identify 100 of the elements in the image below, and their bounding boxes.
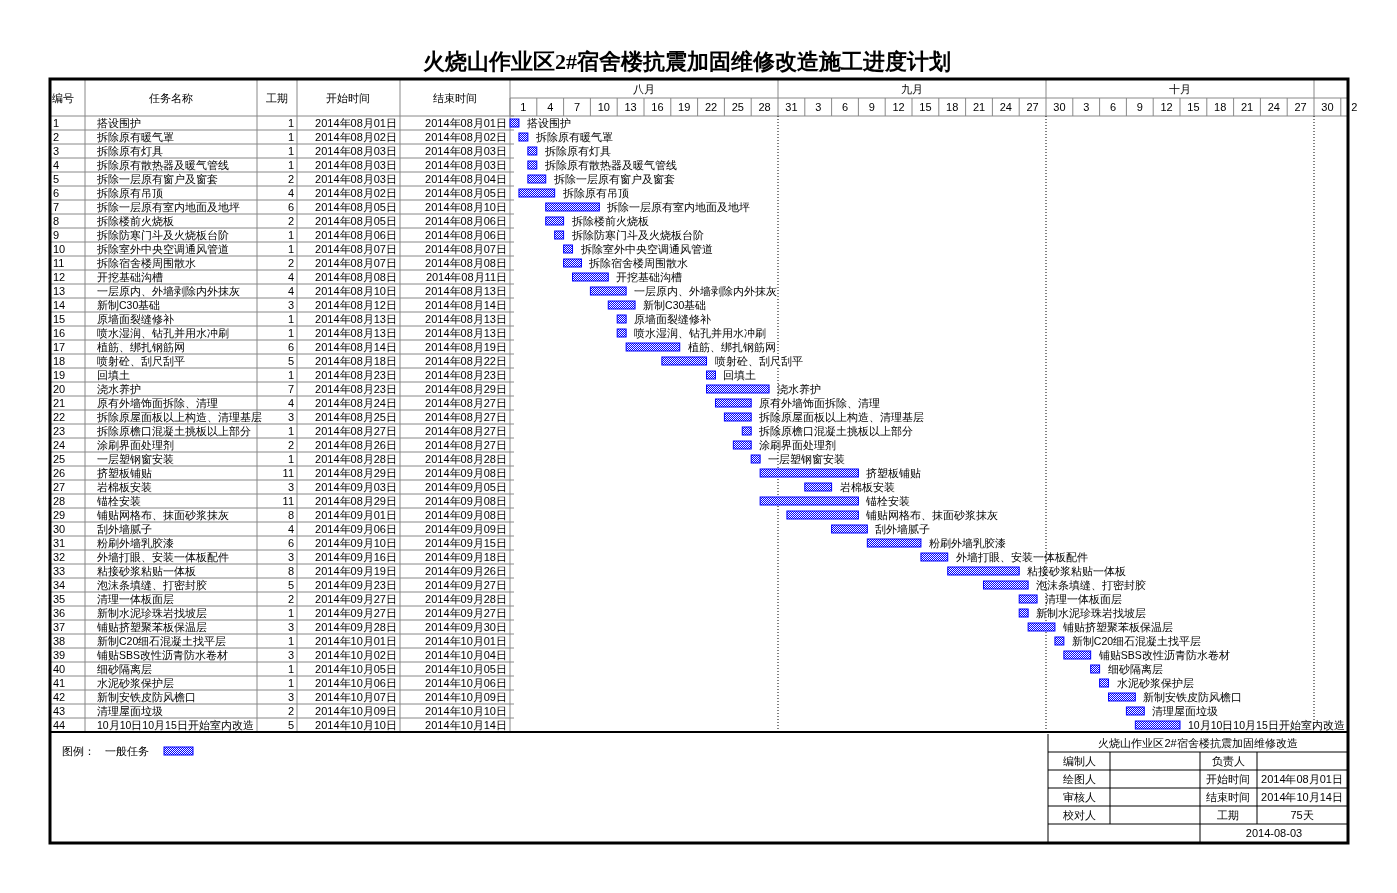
task-label: 铺贴SBS改性沥青防水卷材	[1098, 648, 1230, 662]
end-date: 2014年08月05日	[425, 186, 507, 200]
row-number: 12	[53, 270, 66, 284]
legend-label: 一般任务	[105, 744, 149, 758]
duration-value: 5	[287, 354, 294, 368]
end-date: 2014年09月28日	[425, 592, 507, 606]
task-name: 拆除原有散热器及暖气管线	[97, 158, 229, 172]
row-number: 4	[53, 158, 60, 172]
field-label: 编制人	[1062, 754, 1096, 768]
field-label: 审核人	[1062, 790, 1096, 804]
start-date: 2014年10月10日	[315, 718, 397, 732]
end-date: 2014年08月27日	[425, 438, 507, 452]
start-date: 2014年09月01日	[315, 508, 397, 522]
row-number: 28	[53, 494, 66, 508]
start-date: 2014年10月07日	[315, 690, 397, 704]
task-name: 新制C20细石混凝土找平层	[97, 634, 227, 648]
task-label: 新制水泥珍珠岩找坡层	[1036, 606, 1147, 620]
start-date: 2014年08月03日	[315, 158, 397, 172]
row-number: 29	[53, 508, 66, 522]
start-date: 2014年08月03日	[315, 172, 397, 186]
row-number: 5	[53, 172, 60, 186]
row-number: 15	[53, 312, 66, 326]
end-date: 2014年08月07日	[425, 242, 507, 256]
task-name: 铺贴SBS改性沥青防水卷材	[97, 648, 228, 662]
task-label: 铺贴挤塑聚苯板保温层	[1062, 620, 1173, 634]
task-label: 拆除室外中央空调通风管道	[580, 242, 713, 256]
task-label: 10月10日10月15日开始室内改造	[1188, 718, 1345, 732]
duration-value: 1	[287, 326, 294, 340]
row-number: 16	[53, 326, 66, 340]
task-name: 拆除楼前火烧板	[97, 214, 174, 228]
duration-value: 5	[287, 578, 294, 592]
start-date: 2014年08月02日	[315, 130, 397, 144]
end-date: 2014年09月09日	[425, 522, 507, 536]
task-label: 拆除防寒门斗及火烧板台阶	[571, 228, 704, 242]
start-date: 2014年08月28日	[315, 452, 397, 466]
day-label: 21	[972, 100, 986, 114]
day-label: 1	[520, 100, 527, 114]
row-number: 6	[53, 186, 60, 200]
duration-value: 2	[287, 256, 294, 270]
end-date: 2014年08月03日	[425, 158, 507, 172]
task-label: 拆除楼前火烧板	[571, 214, 649, 228]
task-label: 拆除原有暖气罩	[535, 130, 613, 144]
row-number: 21	[53, 396, 66, 410]
task-name: 新制安铁皮防风檐口	[97, 690, 196, 704]
task-name: 拆除原有暖气罩	[97, 130, 174, 144]
start-date: 2014年08月18日	[315, 354, 397, 368]
field-value: 2014年10月14日	[1261, 790, 1343, 804]
duration-value: 2	[287, 592, 294, 606]
duration-value: 2	[287, 704, 294, 718]
duration-value: 1	[287, 676, 294, 690]
column-header: 工期	[266, 91, 288, 105]
chart-title: 火烧山作业区2#宿舍楼抗震加固维修改造施工进度计划	[423, 49, 951, 75]
task-label: 粉刷外墙乳胶漆	[928, 536, 1006, 550]
field-label: 负责人	[1211, 754, 1245, 768]
month-label: 九月	[901, 82, 923, 96]
task-label: 拆除宿舍楼周围散水	[589, 256, 689, 270]
end-date: 2014年09月26日	[425, 564, 507, 578]
task-name: 粉刷外墙乳胶漆	[97, 536, 174, 550]
duration-value: 3	[287, 620, 294, 634]
task-label: 新制安铁皮防风檐口	[1143, 690, 1243, 704]
end-date: 2014年08月23日	[425, 368, 507, 382]
task-label: 搭设围护	[526, 116, 571, 130]
row-number: 32	[53, 550, 66, 564]
legend-title: 图例：	[62, 744, 95, 758]
field-label: 开始时间	[1206, 772, 1250, 786]
end-date: 2014年08月13日	[425, 284, 507, 298]
day-label: 15	[919, 100, 932, 114]
start-date: 2014年08月24日	[315, 396, 397, 410]
start-date: 2014年08月05日	[315, 200, 397, 214]
day-label: 27	[1026, 100, 1039, 114]
duration-value: 1	[287, 130, 294, 144]
row-number: 17	[53, 340, 66, 354]
task-name: 粘接砂浆粘贴一体板	[97, 564, 196, 578]
end-date: 2014年08月06日	[425, 214, 507, 228]
start-date: 2014年08月13日	[315, 312, 397, 326]
end-date: 2014年08月14日	[425, 298, 507, 312]
day-label: 25	[731, 100, 744, 114]
start-date: 2014年08月10日	[315, 284, 397, 298]
task-label: 回填土	[723, 368, 757, 382]
start-date: 2014年09月03日	[315, 480, 397, 494]
row-number: 26	[53, 466, 66, 480]
duration-value: 1	[287, 158, 294, 172]
duration-value: 1	[287, 424, 294, 438]
end-date: 2014年10月05日	[425, 662, 507, 676]
duration-value: 1	[287, 606, 294, 620]
field-label: 结束时间	[1206, 790, 1250, 804]
start-date: 2014年08月26日	[315, 438, 397, 452]
task-name: 锚栓安装	[97, 494, 141, 508]
task-name: 外墙打眼、安装一体板配件	[97, 550, 229, 564]
row-number: 30	[53, 522, 66, 536]
day-label: 9	[1136, 100, 1143, 114]
task-name: 浇水养护	[97, 382, 141, 396]
day-label: 7	[573, 100, 581, 114]
task-name: 泡沫条填缝、打密封胶	[97, 578, 207, 592]
start-date: 2014年10月05日	[315, 662, 397, 676]
end-date: 2014年09月08日	[425, 466, 507, 480]
duration-value: 1	[287, 634, 294, 648]
task-label: 拆除一层原有室内地面及地坪	[607, 200, 751, 214]
duration-value: 4	[287, 522, 294, 536]
duration-value: 11	[282, 494, 294, 508]
